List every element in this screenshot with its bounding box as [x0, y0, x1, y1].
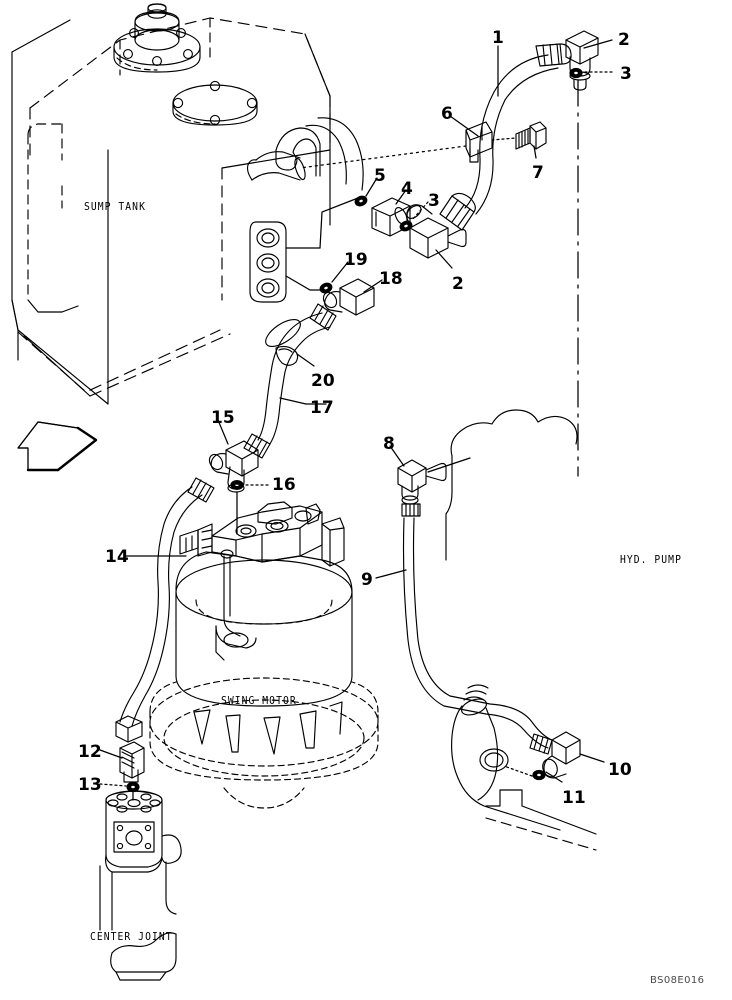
callout-2a: 2 [618, 30, 630, 50]
connector-12 [119, 741, 145, 783]
swing-motor-body [149, 501, 379, 809]
callout-2b: 2 [452, 274, 464, 294]
datum-6-7 [491, 137, 517, 141]
callout-6: 6 [441, 104, 453, 124]
tank-inspection-cover [172, 80, 258, 126]
leader-12 [99, 749, 123, 759]
sump-tank-body [11, 17, 331, 405]
clamp-bracket-6 [465, 121, 493, 163]
component-label-swing-motor: SWING MOTOR [221, 694, 297, 707]
clip-20 [265, 318, 301, 366]
tank-filler-cap [113, 3, 201, 73]
leader-13 [99, 783, 127, 787]
callout-3a: 3 [620, 64, 632, 84]
o-ring-11 [532, 769, 546, 781]
elbow-fitting-8 [397, 459, 447, 517]
leader-7 [533, 145, 537, 159]
bolt-7 [515, 121, 547, 150]
datum-8-pump [427, 457, 471, 473]
callout-4: 4 [401, 179, 413, 199]
callout-17: 17 [310, 398, 334, 418]
leader-4 [395, 189, 407, 205]
leader-17 [279, 397, 307, 405]
leader-3-lower [411, 201, 429, 221]
datum-6-tank [299, 145, 467, 169]
o-ring-3-lower [399, 220, 413, 232]
callout-9: 9 [361, 570, 373, 590]
lower-frame-tube [451, 684, 597, 851]
datum-manifold-lower [285, 275, 321, 291]
leader-11-tail [503, 765, 533, 777]
drawing-number: BS08E016 [650, 975, 705, 986]
hose-assembly-9 [402, 517, 553, 755]
callout-5: 5 [374, 166, 386, 186]
callout-8: 8 [383, 434, 395, 454]
leader-15 [217, 419, 229, 445]
tank-return-manifold [249, 221, 287, 303]
tank-suction-ports [246, 117, 364, 191]
callout-14: 14 [105, 547, 129, 567]
direction-arrow [17, 421, 98, 472]
callout-3b: 3 [428, 191, 440, 211]
elbow-fitting-18 [322, 278, 375, 316]
callout-19: 19 [344, 250, 368, 270]
component-label-sump-tank: SUMP TANK [84, 200, 146, 213]
leader-11 [545, 771, 563, 783]
component-label-hyd-pump: HYD. PUMP [620, 553, 682, 566]
callout-15: 15 [211, 408, 235, 428]
o-ring-3-top [569, 67, 583, 79]
leader-20 [296, 353, 315, 367]
callout-16: 16 [272, 475, 296, 495]
callout-18: 18 [379, 269, 403, 289]
elbow-fitting-10 [542, 731, 581, 779]
hose-assembly-14 [115, 477, 215, 743]
leader-10 [579, 753, 605, 763]
callout-10: 10 [608, 760, 632, 780]
center-joint-body [99, 790, 182, 981]
leader-19 [331, 261, 349, 283]
callout-13: 13 [78, 775, 102, 795]
callout-20: 20 [311, 371, 335, 391]
elbow-fitting-2-lower [406, 204, 467, 259]
leader-18 [363, 279, 383, 293]
callout-1: 1 [492, 28, 504, 48]
leader-2-top [583, 39, 613, 49]
callout-12: 12 [78, 742, 102, 762]
callout-11: 11 [562, 788, 586, 808]
leader-9 [375, 569, 407, 579]
callout-7: 7 [532, 163, 544, 183]
leader-6 [449, 115, 479, 137]
elbow-fitting-15 [208, 440, 259, 493]
leader-8 [389, 445, 405, 467]
leader-5 [365, 177, 378, 197]
hyd-pump-body [445, 409, 578, 561]
component-label-center-joint: CENTER JOINT [90, 930, 173, 943]
datum-manifold-upper [285, 197, 359, 249]
leader-2-lower [435, 249, 453, 269]
